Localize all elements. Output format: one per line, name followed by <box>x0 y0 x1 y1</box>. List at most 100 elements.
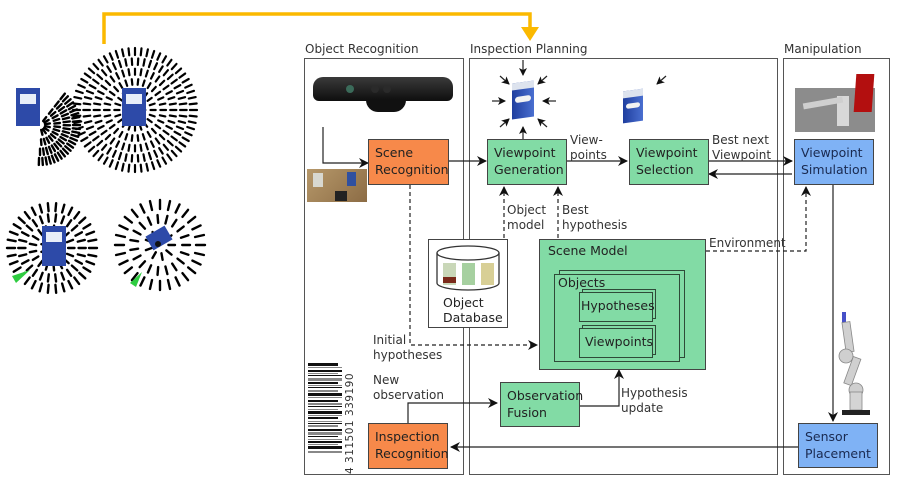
viewpoint-stroke <box>146 130 152 138</box>
panel-title-object-recognition: Object Recognition <box>305 42 419 56</box>
barcode-bar <box>308 381 338 384</box>
viewpoint-stroke <box>139 203 146 214</box>
viewpoint-stroke <box>47 155 52 165</box>
viewpoint-stroke <box>38 203 44 214</box>
viewpoint-stroke <box>178 72 187 79</box>
barcode-bar <box>308 406 342 408</box>
viewpoint-stroke <box>59 92 67 101</box>
barcode-bar <box>308 385 342 387</box>
barcode-bar <box>308 438 342 440</box>
viewpoint-stroke <box>139 163 143 173</box>
viewpoint-stroke <box>46 273 50 283</box>
viewpoint-stroke <box>44 156 48 166</box>
viewpoint-stroke <box>176 225 185 233</box>
viewpoint-stroke <box>132 229 142 236</box>
sensor-placement-box[interactable]: Sensor Placement <box>798 423 878 468</box>
viewpoint-stroke <box>166 199 172 212</box>
viewpoint-stroke <box>127 68 131 77</box>
viewpoint-stroke <box>70 224 79 232</box>
viewpoint-stroke <box>60 112 70 118</box>
inspection-recognition-label-line1: Inspection <box>375 429 440 444</box>
barcode-bar <box>308 369 342 372</box>
viewpoint-stroke <box>141 133 146 141</box>
viewpoint-stroke <box>156 265 160 277</box>
viewpoint-simulation-box[interactable]: Viewpoint Simulation <box>794 139 874 185</box>
viewpoint-stroke <box>41 147 46 156</box>
viewpoint-stroke <box>168 114 177 118</box>
edge-kinect-to-scene-recognition <box>322 127 369 168</box>
viewpoint-stroke <box>49 110 57 117</box>
viewpoint-stroke <box>106 65 112 73</box>
viewpoint-stroke <box>164 265 169 276</box>
viewpoint-stroke <box>173 130 182 136</box>
viewpoints-box[interactable]: Viewpoints <box>579 328 653 358</box>
barcode-bar <box>308 446 342 450</box>
viewpoint-stroke <box>103 114 112 118</box>
viewpoint-stroke <box>121 162 125 172</box>
panel-manipulation <box>783 58 890 475</box>
viewpoint-stroke <box>130 78 134 86</box>
viewpoint-stroke <box>174 203 181 214</box>
object-database-box[interactable]: Object Database <box>428 239 508 328</box>
viewpoint-stroke <box>138 260 147 269</box>
viewpoint-stroke <box>146 264 153 274</box>
viewpoint-stroke <box>170 78 178 85</box>
viewpoint-stroke <box>186 215 197 224</box>
inspection-recognition-box[interactable]: Inspection Recognition <box>368 423 449 469</box>
scene-recognition-label-line2: Recognition <box>375 162 449 177</box>
viewpoint-stroke <box>178 102 188 106</box>
viewpoint-stroke <box>57 138 65 145</box>
viewpoint-selection-label-line1: Viewpoint <box>636 145 698 160</box>
viewpoint-stroke <box>186 125 196 131</box>
viewpoint-stroke <box>53 125 62 129</box>
viewpoint-stroke <box>12 266 22 273</box>
viewpoint-stroke <box>83 96 93 100</box>
viewpoint-stroke <box>150 49 156 59</box>
scene-recognition-box[interactable]: Scene Recognition <box>368 139 449 185</box>
viewpoint-stroke <box>165 124 173 130</box>
viewpoint-stroke <box>43 118 50 124</box>
viewpoint-stroke <box>49 133 57 140</box>
viewpoint-stroke <box>123 266 134 275</box>
viewpoint-stroke <box>162 129 170 136</box>
viewpoint-stroke <box>156 52 162 61</box>
viewpoint-stroke <box>162 84 170 91</box>
viewpoint-stroke <box>83 141 92 148</box>
viewpoint-stroke <box>166 73 174 81</box>
viewpoint-selection-box[interactable]: Viewpoint Selection <box>629 139 709 185</box>
viewpoint-stroke <box>144 246 154 252</box>
viewpoint-stroke <box>158 133 166 141</box>
viewpoint-stroke <box>61 130 71 135</box>
viewpoint-stroke <box>141 79 146 87</box>
observation-fusion-box[interactable]: Observation Fusion <box>500 382 583 427</box>
viewpoint-stroke <box>37 259 44 268</box>
viewpoint-stroke <box>181 208 190 219</box>
viewpoint-stroke <box>176 257 185 265</box>
viewpoint-stroke <box>67 104 77 111</box>
viewpoint-stroke <box>114 49 120 59</box>
viewpoint-stroke <box>97 153 104 162</box>
label-viewpoints: View- points <box>570 133 607 162</box>
viewpoint-stroke <box>121 69 126 78</box>
viewpoints-label: Viewpoints <box>585 334 654 349</box>
viewpoint-stroke <box>124 79 129 87</box>
barcode-bar <box>308 372 338 374</box>
hypotheses-box[interactable]: Hypotheses <box>579 292 655 322</box>
viewpoint-stroke <box>156 213 160 225</box>
viewpoint-stroke <box>87 238 98 243</box>
viewpoint-stroke <box>93 114 102 118</box>
viewpoint-stroke <box>92 149 100 158</box>
viewpoint-stroke <box>102 156 109 165</box>
panel-title-inspection-planning: Inspection Planning <box>470 42 588 56</box>
barcode-bar <box>308 436 338 438</box>
viewpoint-stroke <box>8 260 19 266</box>
selected-viewpoint-arrow <box>130 272 142 287</box>
viewpoint-stroke <box>175 125 185 131</box>
viewpoint-stroke <box>60 203 66 214</box>
viewpoint-stroke <box>148 278 154 291</box>
viewpoint-stroke <box>74 231 84 237</box>
viewpoint-stroke <box>60 282 66 293</box>
viewpoint-stroke <box>148 102 156 107</box>
viewpoint-stroke <box>53 142 60 151</box>
viewpoint-generation-box[interactable]: Viewpoint Generation <box>487 139 567 185</box>
